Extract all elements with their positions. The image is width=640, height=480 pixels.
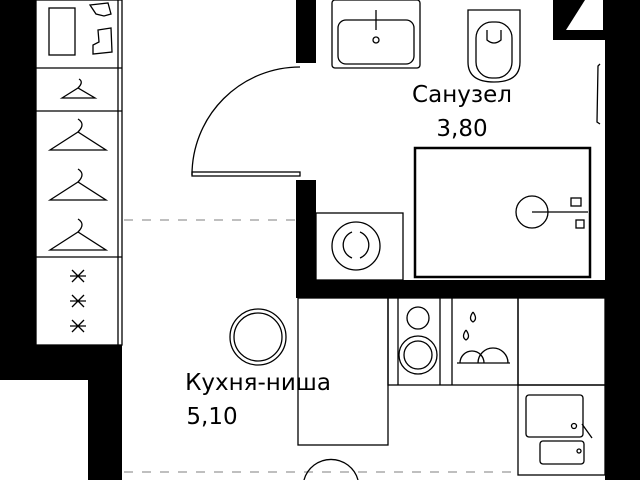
shaft-triangle	[566, 0, 603, 30]
stove	[397, 298, 441, 385]
towel-rail	[596, 63, 601, 125]
wardrobe	[35, 0, 123, 346]
door	[191, 66, 301, 177]
room-label-bathroom: Санузел 3,80	[392, 82, 532, 142]
kitchen-counter	[297, 297, 606, 476]
washing-machine	[315, 212, 404, 281]
chair	[229, 308, 287, 366]
shower-tray	[413, 146, 592, 279]
toilet	[467, 9, 521, 83]
chair	[303, 458, 359, 480]
dishwasher	[451, 298, 510, 385]
hanger-icon	[47, 78, 109, 251]
room-name: Кухня-ниша	[185, 370, 331, 396]
room-name: Санузел	[412, 82, 512, 108]
washbasin	[331, 0, 421, 69]
room-area: 3,80	[436, 116, 488, 142]
kitchen-sink	[525, 394, 593, 465]
hook-icons	[70, 269, 86, 333]
room-label-kitchen: Кухня-ниша 5,10	[168, 370, 348, 430]
room-area: 5,10	[186, 404, 238, 430]
